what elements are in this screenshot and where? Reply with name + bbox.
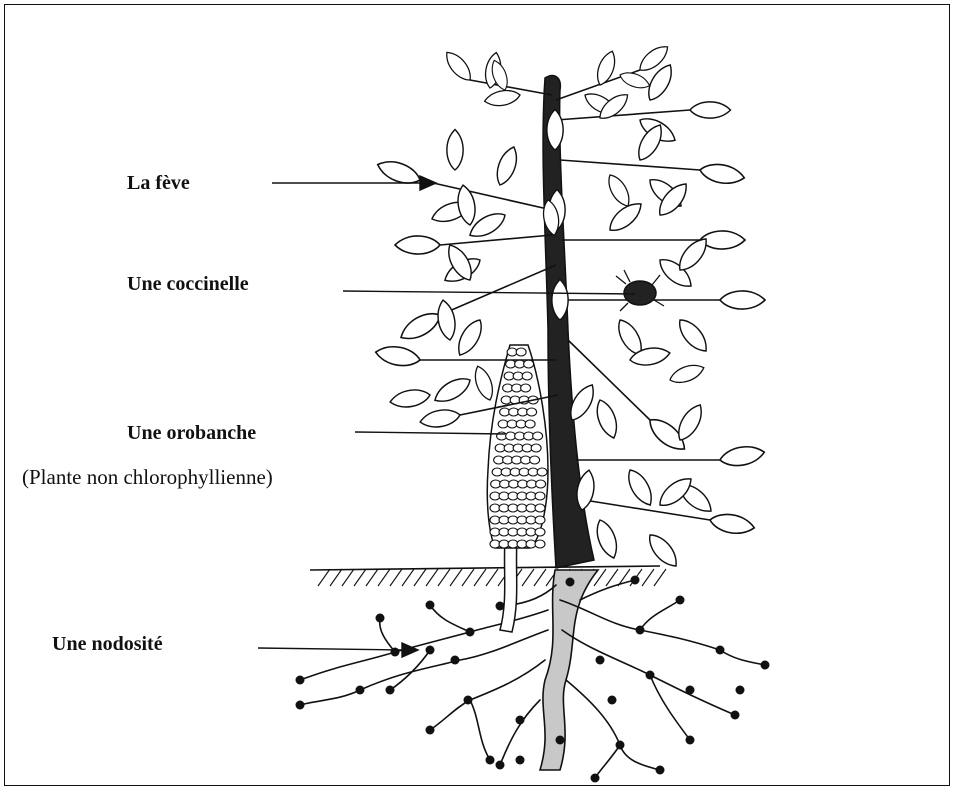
label-orobanche-note: (Plante non chlorophyllienne) xyxy=(22,465,273,490)
label-orobanche: Une orobanche xyxy=(127,422,256,445)
arrowhead-nodosite-icon xyxy=(402,643,418,657)
label-nodosite: Une nodosité xyxy=(52,633,163,656)
soil-surface xyxy=(310,566,666,586)
orobanche-plant xyxy=(487,345,548,632)
root-nodules xyxy=(296,576,770,783)
root-system xyxy=(300,570,765,778)
label-feve: La fève xyxy=(127,172,190,195)
label-coccinelle: Une coccinelle xyxy=(127,273,249,296)
arrowhead-feve-icon xyxy=(420,176,436,190)
ladybug xyxy=(616,270,664,311)
